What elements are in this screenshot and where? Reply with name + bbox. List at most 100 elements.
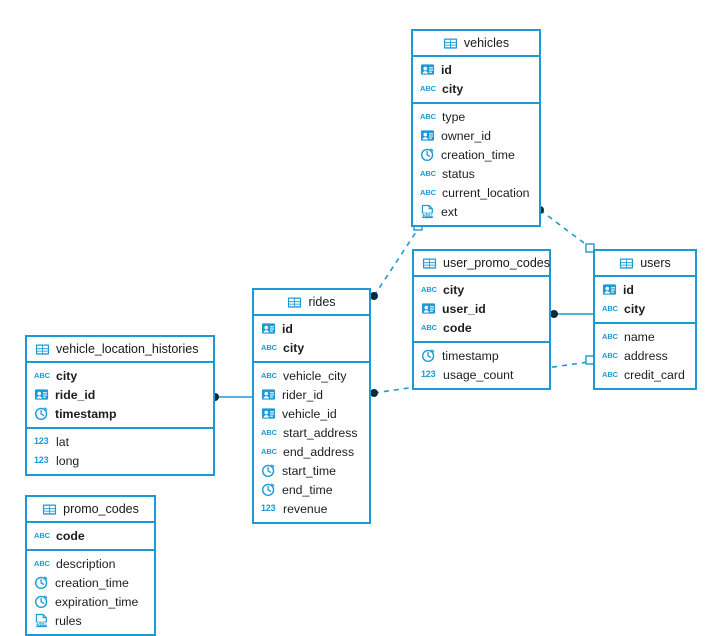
column-name: expiration_time — [55, 594, 139, 609]
table-header-promo_codes[interactable]: promo_codes — [27, 497, 154, 523]
abc-text-icon: ABC — [602, 369, 618, 379]
abc-text-icon: ABC — [421, 322, 437, 332]
json-document-icon: JSON — [420, 204, 435, 219]
primary-key-row[interactable]: id — [254, 319, 369, 338]
column-row[interactable]: rider_id — [254, 385, 369, 404]
svg-text:JSON: JSON — [35, 621, 48, 626]
table-header-users[interactable]: users — [595, 251, 695, 277]
column-name: end_address — [283, 444, 355, 459]
id-badge-icon — [261, 406, 276, 421]
column-row[interactable]: creation_time — [27, 573, 154, 592]
abc-text-icon: ABC — [602, 350, 618, 360]
table-header-vehicle_location_histories[interactable]: vehicle_location_histories — [27, 337, 213, 363]
column-row[interactable]: ABC end_address — [254, 442, 369, 461]
column-name: city — [442, 81, 464, 96]
clock-icon — [34, 594, 49, 609]
column-name: long — [56, 453, 80, 468]
primary-key-row[interactable]: id — [413, 60, 539, 79]
column-name: timestamp — [55, 406, 117, 421]
column-name: start_address — [283, 425, 358, 440]
column-row[interactable]: ABC status — [413, 164, 539, 183]
table-title: users — [640, 256, 671, 270]
abc-text-icon: ABC — [261, 427, 277, 437]
relationship-source-dot — [370, 292, 378, 300]
column-row[interactable]: ABC credit_card — [595, 365, 695, 384]
id-badge-icon — [420, 62, 435, 77]
abc-text-icon: ABC — [34, 530, 50, 540]
table-grid-icon — [287, 295, 302, 310]
column-row[interactable]: start_time — [254, 461, 369, 480]
123-number-icon: 123 — [34, 455, 49, 465]
column-name: credit_card — [624, 367, 685, 382]
column-row[interactable]: ABC start_address — [254, 423, 369, 442]
column-name: revenue — [283, 501, 328, 516]
primary-key-row[interactable]: id — [595, 280, 695, 299]
column-name: type — [442, 109, 466, 124]
relationship-source-dot — [550, 310, 558, 318]
table-header-rides[interactable]: rides — [254, 290, 369, 316]
column-row[interactable]: end_time — [254, 480, 369, 499]
column-row[interactable]: vehicle_id — [254, 404, 369, 423]
svg-text:JSON: JSON — [421, 212, 434, 217]
table-header-user_promo_codes[interactable]: user_promo_codes — [414, 251, 550, 277]
column-name: description — [56, 556, 116, 571]
column-row[interactable]: timestamp — [414, 346, 549, 365]
column-row[interactable]: creation_time — [413, 145, 539, 164]
column-row[interactable]: JSON rules — [27, 611, 154, 630]
column-row[interactable]: 123 long — [27, 451, 213, 470]
table-grid-icon — [42, 502, 57, 517]
column-name: status — [442, 166, 475, 181]
table-title: vehicles — [463, 36, 510, 50]
primary-key-row[interactable]: user_id — [414, 299, 549, 318]
primary-key-row[interactable]: timestamp — [27, 404, 213, 423]
column-name: current_location — [442, 185, 530, 200]
table-grid-icon — [422, 256, 437, 271]
column-name: name — [624, 329, 655, 344]
column-name: start_time — [282, 463, 336, 478]
abc-text-icon: ABC — [420, 168, 436, 178]
column-name: rules — [55, 613, 82, 628]
relationship-line-vehicles-to-users[interactable] — [539, 209, 589, 247]
clock-icon — [261, 463, 276, 478]
column-name: end_time — [282, 482, 333, 497]
column-name: id — [623, 282, 634, 297]
abc-text-icon: ABC — [261, 446, 277, 456]
primary-key-row[interactable]: ride_id — [27, 385, 213, 404]
column-row[interactable]: expiration_time — [27, 592, 154, 611]
abc-text-icon: ABC — [420, 111, 436, 121]
column-name: ride_id — [55, 387, 96, 402]
column-row[interactable]: ABC type — [413, 107, 539, 126]
column-row[interactable]: owner_id — [413, 126, 539, 145]
table-header-vehicles[interactable]: vehicles — [413, 31, 539, 57]
clock-icon — [261, 482, 276, 497]
123-number-icon: 123 — [421, 369, 436, 379]
